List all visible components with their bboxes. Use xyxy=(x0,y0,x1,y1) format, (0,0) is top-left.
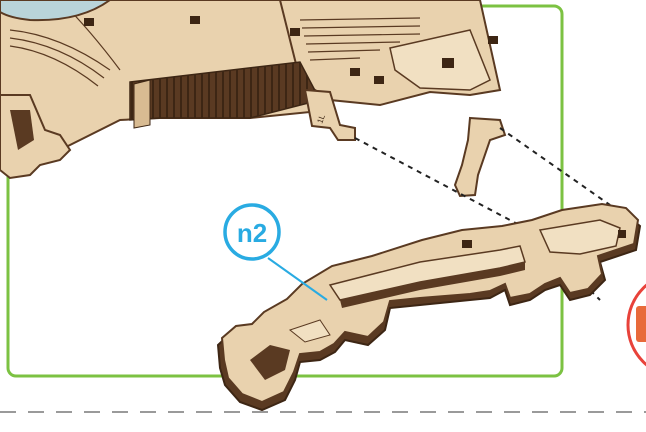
peg-right xyxy=(455,118,505,196)
callout-label: n2 xyxy=(237,218,267,248)
leg-part-n2 xyxy=(218,204,640,410)
next-step-indicator xyxy=(628,273,646,377)
upper-body-assembly: 1L xyxy=(0,0,505,196)
